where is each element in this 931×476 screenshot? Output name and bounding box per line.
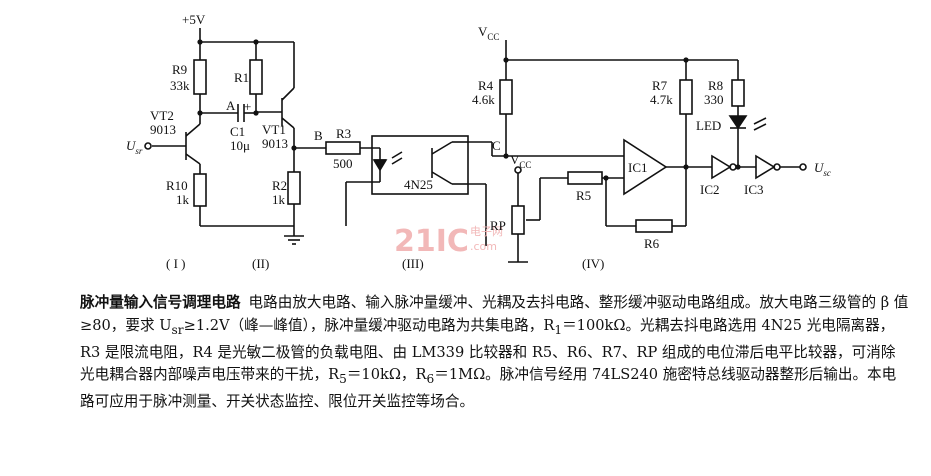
label-node-b: B [314,128,323,143]
figure-caption: 脉冲量输入信号调理电路电路由放大电路、输入脉冲量缓冲、光耦及去抖电路、整形缓冲驱… [80,292,910,414]
label-led: LED [696,118,721,133]
label-r6: R6 [644,236,660,251]
label-r9-value: 33k [170,78,190,93]
caption-body: 电路由放大电路、输入脉冲量缓冲、光耦及去抖电路、整形缓冲驱动电路组成。放大电路三… [80,294,909,410]
label-vcc-top: VCC [478,24,499,42]
label-output-u: Usc [814,160,831,178]
label-opto: 4N25 [404,177,433,192]
label-input-u: Usr [126,138,143,156]
label-stage-4: (IV) [582,256,604,271]
watermark-sub: 电子网 [470,225,503,238]
watermark-logo: 21IC [394,224,469,259]
label-r5: R5 [576,188,591,203]
label-c1-plus: + [244,99,251,114]
label-rp: RP [490,218,506,233]
label-ic2: IC2 [700,182,720,197]
label-r8: R8 [708,78,723,93]
label-c1: C1 [230,124,245,139]
label-node-c: C [492,138,501,153]
label-r7: R7 [652,78,668,93]
label-plus5v: +5V [182,12,206,27]
label-r10: R10 [166,178,188,193]
label-vt2: VT2 [150,108,174,123]
label-r3: R3 [336,126,351,141]
label-r3-value: 500 [333,156,353,171]
label-r8-value: 330 [704,92,724,107]
label-c1-value: 10μ [230,138,250,153]
label-stage-1: ( I ) [166,256,186,271]
label-r2: R2 [272,178,287,193]
label-stage-2: (II) [252,256,269,271]
label-r9: R9 [172,62,187,77]
label-vcc-mid: VCC [510,152,531,170]
label-r10-value: 1k [176,192,190,207]
label-vt1-type: 9013 [262,136,288,151]
caption-title: 脉冲量输入信号调理电路 [80,294,241,311]
label-ic1: IC1 [628,160,648,175]
label-stage-3: (III) [402,256,424,271]
label-vt2-type: 9013 [150,122,176,137]
label-node-a: A [226,98,236,113]
label-ic3: IC3 [744,182,764,197]
label-r4: R4 [478,78,494,93]
label-r1: R1 [234,70,249,85]
label-vt1: VT1 [262,122,286,137]
label-r4-value: 4.6k [472,92,495,107]
label-r2-value: 1k [272,192,286,207]
label-r7-value: 4.7k [650,92,673,107]
pulse-input-conditioning-schematic: 21IC 电子网 .com +5V R9 33k R1 VT2 9013 A +… [126,12,831,271]
watermark-domain: .com [470,240,497,253]
